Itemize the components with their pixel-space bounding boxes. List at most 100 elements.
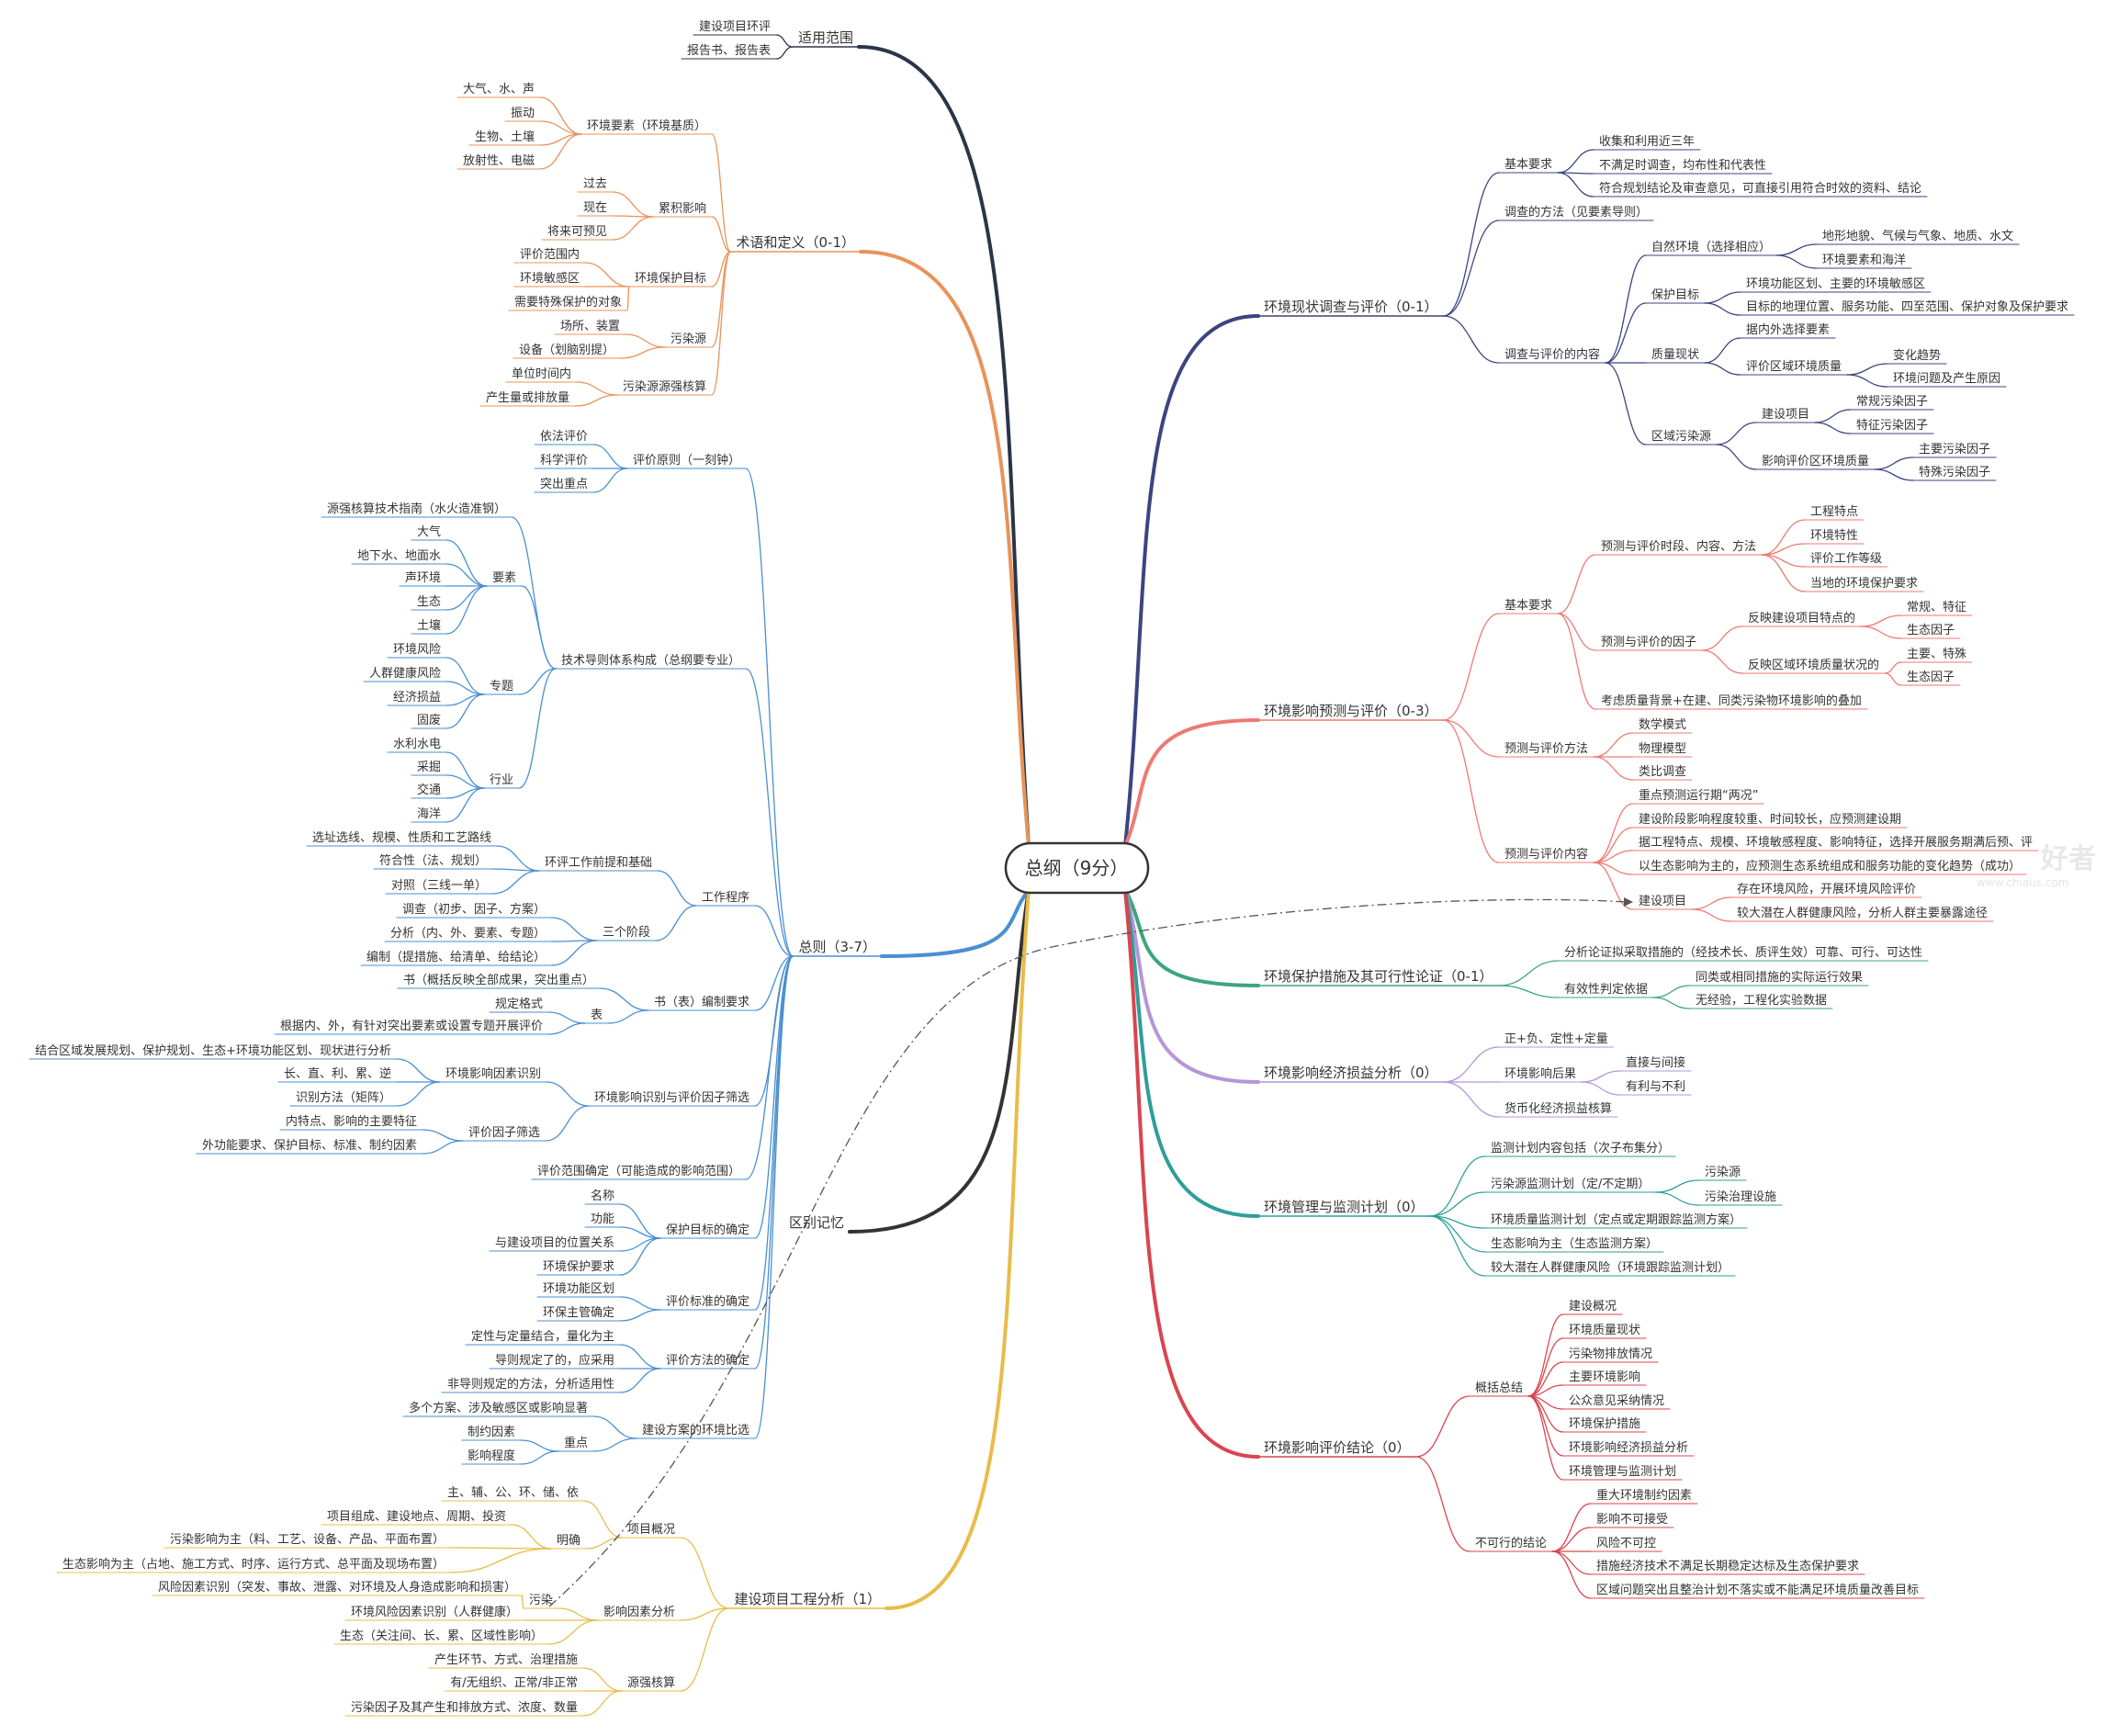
topic-p1x[interactable]: 主、辅、公、环、储、依 [447,1486,579,1500]
topic-g1a[interactable]: 依法评价 [540,430,588,444]
topic-c2a[interactable]: 重大环境制约因素 [1596,1488,1692,1503]
topic-s3a[interactable]: 自然环境（选择相应） [1651,240,1771,254]
topic-t3[interactable]: 环境保护目标 [635,272,706,286]
topic-g2x[interactable]: 源强核算技术指南（水火造准钢） [327,502,506,516]
topic-p2a1[interactable]: 风险因素识别（突发、事故、泄露、对环境及人身造成影响和损害） [158,1580,516,1595]
topic-g9c[interactable]: 非导则规定的方法，分析适用性 [447,1377,614,1392]
topic-g6[interactable]: 评价范围确定（可能造成的影响范围） [537,1164,740,1178]
topic-s1a[interactable]: 收集和利用近三年 [1599,134,1695,149]
topic-g4a1[interactable]: 规定格式 [495,997,543,1011]
root-node-label[interactable]: 总纲（9分） [1025,857,1129,879]
topic-s3b[interactable]: 保护目标 [1651,288,1699,302]
topic-r1a2[interactable]: 环境特性 [1810,529,1858,543]
topic-g2a[interactable]: 要素 [492,571,516,585]
topic-p2a[interactable]: 污染 [529,1594,553,1607]
topic-r1b1b[interactable]: 生态因子 [1907,624,1955,637]
topic-t5[interactable]: 污染源源强核算 [623,380,706,394]
topic-g7d[interactable]: 环境保护要求 [543,1260,614,1274]
topic-r1b[interactable]: 预测与评价的因子 [1601,635,1696,649]
topic-r1a4[interactable]: 当地的环境保护要求 [1810,576,1918,591]
topic-g3b3[interactable]: 编制（提措施、给清单、给结论） [366,950,546,964]
topic-g2[interactable]: 技术导则体系构成（总纲要专业） [561,654,740,668]
topic-t3b[interactable]: 环境敏感区 [520,271,580,286]
topic-r1a[interactable]: 预测与评价时段、内容、方法 [1601,539,1756,554]
topic-p3[interactable]: 源强核算 [627,1676,675,1690]
topic-g5b2[interactable]: 外功能要求、保护目标、标准、制约因素 [202,1139,417,1153]
topic-g3a3[interactable]: 对照（三线一单） [391,879,487,893]
topic-t3c[interactable]: 需要特殊保护的对象 [514,295,622,310]
topic-g2a5[interactable]: 土壤 [417,618,441,633]
topic-r1[interactable]: 基本要求 [1504,599,1552,613]
topic-g2a2[interactable]: 地下水、地面水 [357,549,441,563]
topic-t4[interactable]: 污染源 [670,333,706,346]
topic-g7a[interactable]: 名称 [591,1189,614,1203]
topic-conclusion[interactable]: 环境影响评价结论（0） [1264,1439,1411,1456]
topic-t2a[interactable]: 过去 [583,177,607,191]
topic-s3d1b[interactable]: 特征污染因子 [1856,419,1928,433]
topic-r2[interactable]: 预测与评价方法 [1504,741,1588,756]
topic-g2b2[interactable]: 人群健康风险 [369,666,441,681]
topic-t5b[interactable]: 产生量或排放量 [486,391,569,405]
topic-g10a2[interactable]: 影响程度 [468,1449,515,1463]
topic-r1b1[interactable]: 反映建设项目特点的 [1748,611,1855,626]
topic-r3[interactable]: 预测与评价内容 [1504,847,1588,862]
topic-p1a1[interactable]: 项目组成、建设地点、周期、投资 [327,1509,506,1524]
topic-s1b[interactable]: 不满足时调查，均布性和代表性 [1599,159,1766,173]
topic-g2a3[interactable]: 声环境 [405,571,441,585]
topic-t2b[interactable]: 现在 [583,201,607,215]
topic-r2a[interactable]: 数学模式 [1639,717,1686,732]
topic-r1b2[interactable]: 反映区域环境质量状况的 [1748,658,1879,672]
topic-e3[interactable]: 货币化经济损益核算 [1504,1101,1612,1116]
topic-t1d[interactable]: 放射性、电磁 [463,153,535,168]
topic-t2[interactable]: 累积影响 [659,201,706,216]
topic-r1c[interactable]: 考虑质量背景+在建、同类污染物环境影响的叠加 [1601,693,1862,708]
topic-g1b[interactable]: 科学评价 [540,453,588,468]
topic-r1a1[interactable]: 工程特点 [1810,505,1858,519]
topic-m1[interactable]: 分析论证拟采取措施的（经技术长、质评生效）可靠、可行、可达性 [1564,945,1922,960]
topic-g7b[interactable]: 功能 [591,1212,614,1226]
topic-g3b[interactable]: 三个阶段 [603,926,650,940]
topic-g9a[interactable]: 定性与定量结合，量化为主 [471,1330,614,1344]
topic-c1e[interactable]: 公众意见采纳情况 [1569,1393,1664,1408]
topic-g1[interactable]: 评价原则（一刻钟） [633,453,740,468]
topic-g10x[interactable]: 多个方案、涉及敏感区或影响显著 [409,1401,588,1415]
topic-t5a[interactable]: 单位时间内 [512,366,571,381]
topic-p3c[interactable]: 污染因子及其产生和排放方式、浓度、数量 [351,1700,578,1715]
topic-g4a[interactable]: 表 [591,1009,603,1022]
topic-g7c[interactable]: 与建设项目的位置关系 [495,1235,614,1250]
topic-s3c2b[interactable]: 环境问题及产生原因 [1893,372,2000,386]
topic-r3a[interactable]: 重点预测运行期“两况” [1639,788,1758,803]
topic-s2[interactable]: 调查的方法（见要素导则） [1504,205,1648,220]
topic-t3a[interactable]: 评价范围内 [520,247,580,262]
topic-t2c[interactable]: 将来可预见 [547,225,607,239]
topic-s1c[interactable]: 符合规划结论及审查意见，可直接引用符合时效的资料、结论 [1599,181,1921,196]
topic-e2[interactable]: 环境影响后果 [1504,1066,1576,1081]
topic-r3b[interactable]: 建设阶段影响程度较重、时间较长，应预测建设期 [1639,812,1901,827]
topic-measures[interactable]: 环境保护措施及其可行性论证（0-1） [1264,968,1493,985]
topic-m2a[interactable]: 同类或相同措施的实际运行效果 [1696,970,1863,985]
topic-s3b2[interactable]: 目标的地理位置、服务功能、四至范围、保护对象及保护要求 [1746,299,2068,314]
topic-p1a3[interactable]: 生态影响为主（占地、施工方式、时序、运行方式、总平面及现场布置） [62,1557,445,1572]
topic-c1f[interactable]: 环境保护措施 [1569,1417,1640,1431]
topic-c1d[interactable]: 主要环境影响 [1569,1370,1640,1384]
topic-s3b1[interactable]: 环境功能区划、主要的环境敏感区 [1746,276,1925,291]
topic-s3d2b[interactable]: 特殊污染因子 [1919,466,1990,479]
topic-s3c2a[interactable]: 变化趋势 [1893,348,1941,363]
topic-g1c[interactable]: 突出重点 [540,477,588,491]
topic-terms[interactable]: 术语和定义（0-1） [736,234,855,251]
topic-c1b[interactable]: 环境质量现状 [1569,1324,1640,1337]
topic-g5b[interactable]: 评价因子筛选 [468,1126,540,1140]
topic-g2c3[interactable]: 交通 [417,783,441,797]
topic-t1b[interactable]: 振动 [511,107,535,120]
topic-e1[interactable]: 正+负、定性+定量 [1504,1032,1608,1046]
topic-g2b4[interactable]: 固废 [417,713,441,727]
topic-r1b1a[interactable]: 常规、特征 [1907,601,1966,614]
topic-g3a1[interactable]: 选址选线、规模、性质和工艺路线 [312,830,491,845]
topic-s3[interactable]: 调查与评价的内容 [1504,347,1600,362]
topic-r1a3[interactable]: 评价工作等级 [1810,551,1882,566]
topic-g5a2[interactable]: 长、直、利、累、逆 [284,1066,391,1081]
topic-e2b[interactable]: 有利与不利 [1626,1080,1685,1094]
topic-p2b[interactable]: 环境风险因素识别（人群健康） [351,1605,518,1619]
topic-g3[interactable]: 工作程序 [702,891,749,905]
topic-g10a[interactable]: 重点 [564,1436,588,1450]
